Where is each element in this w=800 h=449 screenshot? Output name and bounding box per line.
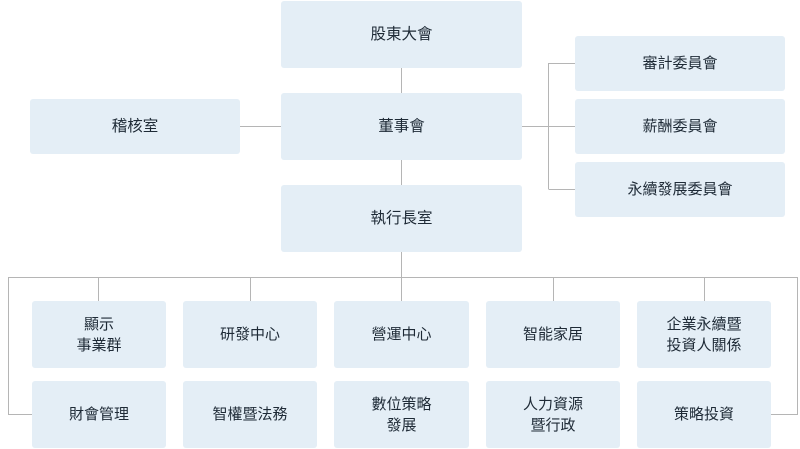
box-unit-operations-center: 營運中心 [334,301,469,368]
box-unit-smart-home: 智能家居 [486,301,620,368]
box-shareholders: 股東大會 [281,1,522,68]
box-unit-hr-admin: 人力資源 暨行政 [486,381,620,448]
box-audit-office: 稽核室 [30,99,240,154]
box-committee-remuneration: 薪酬委員會 [575,99,785,154]
box-unit-rnd-center: 研發中心 [183,301,317,368]
box-board: 董事會 [281,93,522,160]
box-unit-strategic-investment: 策略投資 [637,381,771,448]
box-unit-digital-strategy: 數位策略 發展 [334,381,469,448]
box-committee-sustainability: 永續發展委員會 [575,162,785,217]
box-unit-sustainability-ir: 企業永續暨 投資人關係 [637,301,771,368]
box-ceo-office: 執行長室 [281,185,522,252]
box-committee-audit: 審計委員會 [575,36,785,91]
box-unit-finance-accounting: 財會管理 [32,381,166,448]
box-unit-ip-legal: 智權暨法務 [183,381,317,448]
box-unit-display-group: 顯示 事業群 [32,301,166,368]
